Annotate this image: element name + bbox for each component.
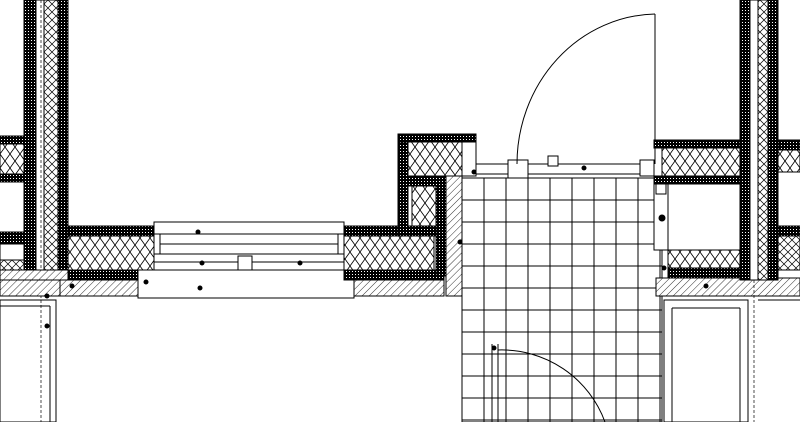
door-swing-arc bbox=[516, 13, 656, 165]
left-room-partition bbox=[0, 283, 75, 422]
right-cavity-wall bbox=[739, 0, 779, 422]
interior-door-arc bbox=[497, 349, 606, 422]
right-room-partition bbox=[663, 299, 800, 422]
lower-wall-left bbox=[59, 225, 155, 297]
left-cavity-wall bbox=[23, 0, 69, 422]
window-opening bbox=[153, 221, 345, 271]
tiled-floor bbox=[461, 177, 663, 422]
lower-wall-middle bbox=[343, 225, 445, 297]
window-sill bbox=[137, 269, 355, 299]
right-door-frame bbox=[653, 179, 669, 251]
interior-door bbox=[491, 344, 606, 422]
projecting-wall bbox=[397, 133, 477, 297]
left-horizontal-wall bbox=[0, 135, 71, 297]
entrance-door bbox=[475, 14, 656, 179]
